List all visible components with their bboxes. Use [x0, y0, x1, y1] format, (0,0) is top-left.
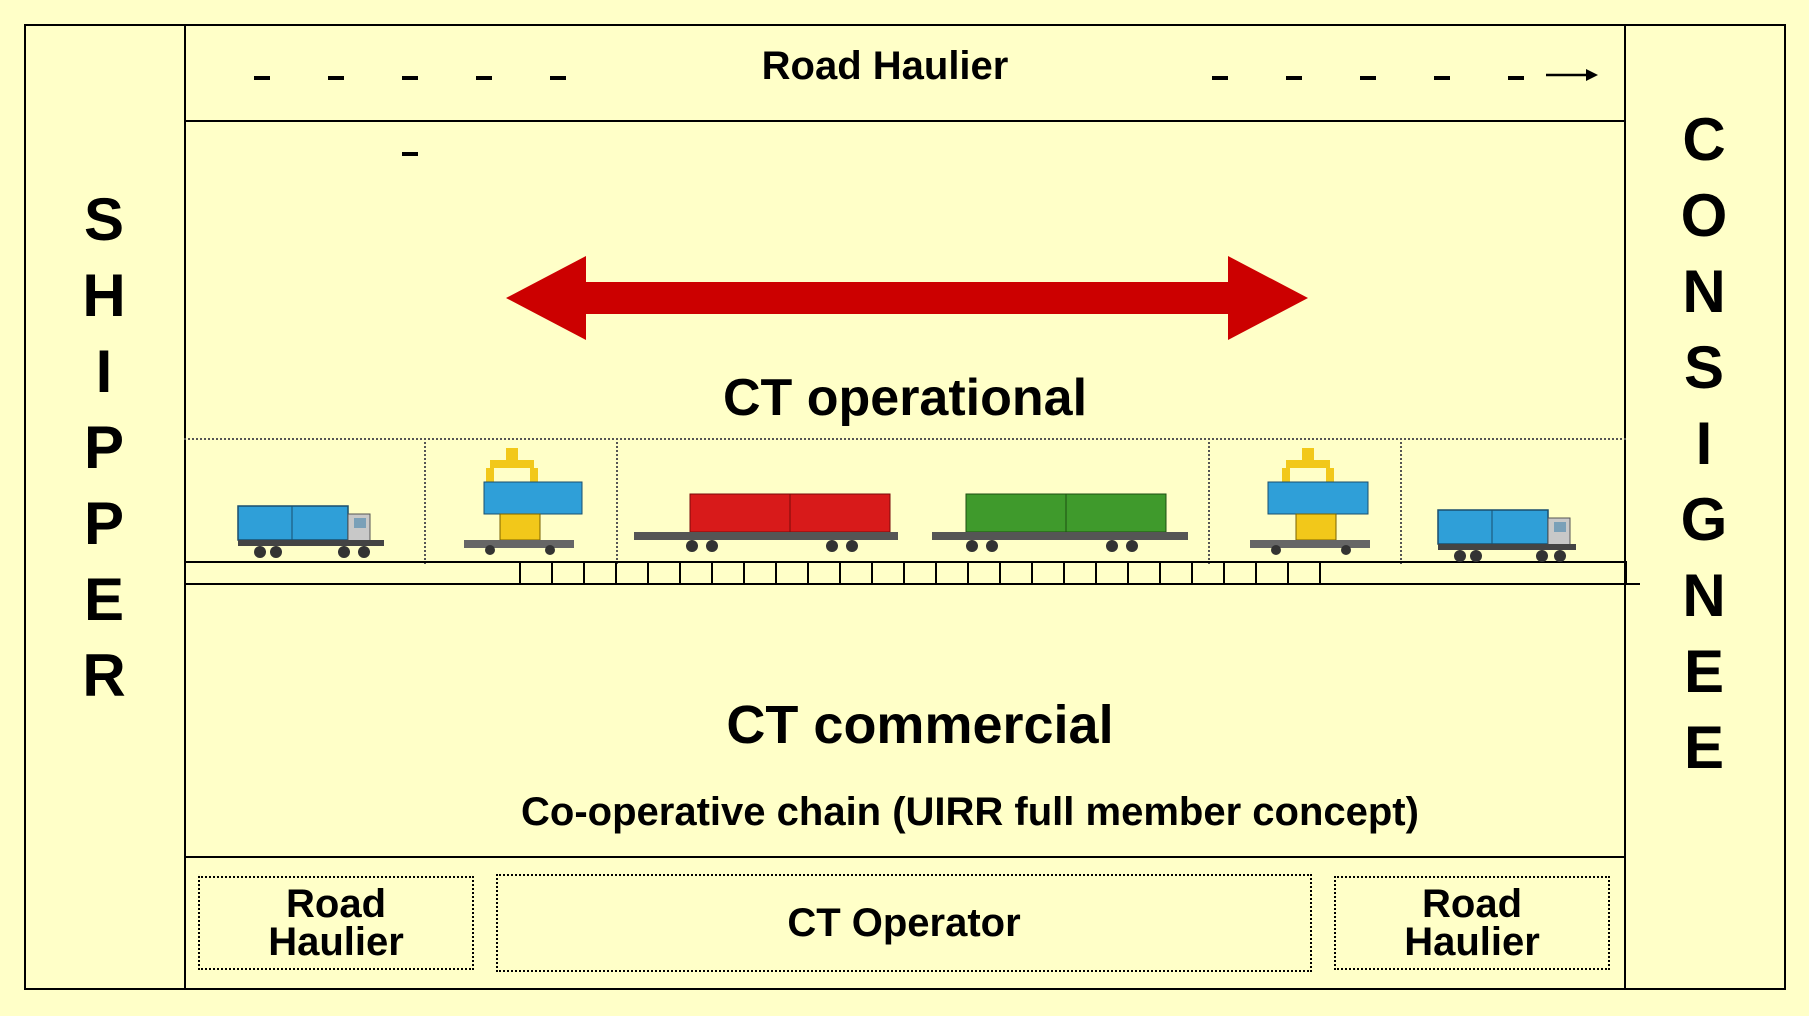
- vertical-letter: N: [1682, 258, 1726, 325]
- crane-icon-right: [1250, 448, 1370, 555]
- dash: [1434, 76, 1450, 80]
- vertical-letter: G: [1680, 486, 1728, 553]
- vertical-letter: I: [1695, 410, 1713, 477]
- consignee-column: [1624, 24, 1786, 990]
- crane-icon-left: [464, 448, 583, 555]
- vertical-letter: P: [83, 414, 125, 481]
- bottom-right-road-haulier: Road Haulier: [1334, 876, 1610, 970]
- bottom-row: [184, 856, 1626, 990]
- dash: [1360, 76, 1376, 80]
- bottom-ct-operator: CT Operator: [496, 874, 1312, 972]
- vertical-letter: E: [1683, 638, 1725, 705]
- vertical-letter: N: [1682, 562, 1726, 629]
- vertical-letter: P: [83, 490, 125, 557]
- ct-commercial-label: CT commercial: [726, 695, 1114, 755]
- band-divider: [1400, 438, 1402, 564]
- bottom-left-road-haulier: Road Haulier: [198, 876, 474, 970]
- transport-band: [184, 438, 1626, 564]
- dash: [254, 76, 270, 80]
- ct-operational-label: CT operational: [722, 369, 1088, 427]
- vertical-letter: R: [82, 642, 126, 709]
- truck-icon-right: [1437, 509, 1576, 562]
- vertical-letter: H: [82, 262, 126, 329]
- band-divider: [424, 438, 426, 564]
- bottom-right-line2: Haulier: [1404, 920, 1540, 964]
- double-arrow-icon: [506, 256, 1308, 340]
- vertical-letter: E: [1683, 714, 1725, 781]
- bottom-right-line1: Road: [1422, 882, 1522, 926]
- dash: [1508, 76, 1524, 80]
- rail-track: [184, 561, 1640, 585]
- top-road-haulier-bar: [184, 24, 1626, 122]
- dash: [550, 76, 566, 80]
- vertical-letter: S: [83, 186, 125, 253]
- dash: [328, 76, 344, 80]
- top-road-haulier-label: Road Haulier: [761, 44, 1009, 88]
- dash: [402, 152, 418, 156]
- bottom-left-line2: Haulier: [268, 920, 404, 964]
- shipper-column: [24, 24, 186, 990]
- band-divider: [1208, 438, 1210, 564]
- bottom-left-line1: Road: [286, 882, 386, 926]
- vertical-letter: O: [1680, 182, 1728, 249]
- cooperative-chain-label: Co-operative chain (UIRR full member con…: [521, 790, 1419, 834]
- small-arrow-icon: [1546, 69, 1598, 81]
- train-icon: [634, 493, 1188, 552]
- band-divider: [616, 438, 618, 564]
- vertical-letter: S: [1683, 334, 1725, 401]
- dash: [476, 76, 492, 80]
- truck-icon-left: [237, 505, 384, 558]
- vertical-letter: I: [95, 338, 113, 405]
- vertical-letter: C: [1682, 106, 1726, 173]
- dash: [402, 76, 418, 80]
- dash: [1212, 76, 1228, 80]
- bottom-center-label: CT Operator: [787, 900, 1021, 945]
- dash: [1286, 76, 1302, 80]
- vertical-letter: E: [83, 566, 125, 633]
